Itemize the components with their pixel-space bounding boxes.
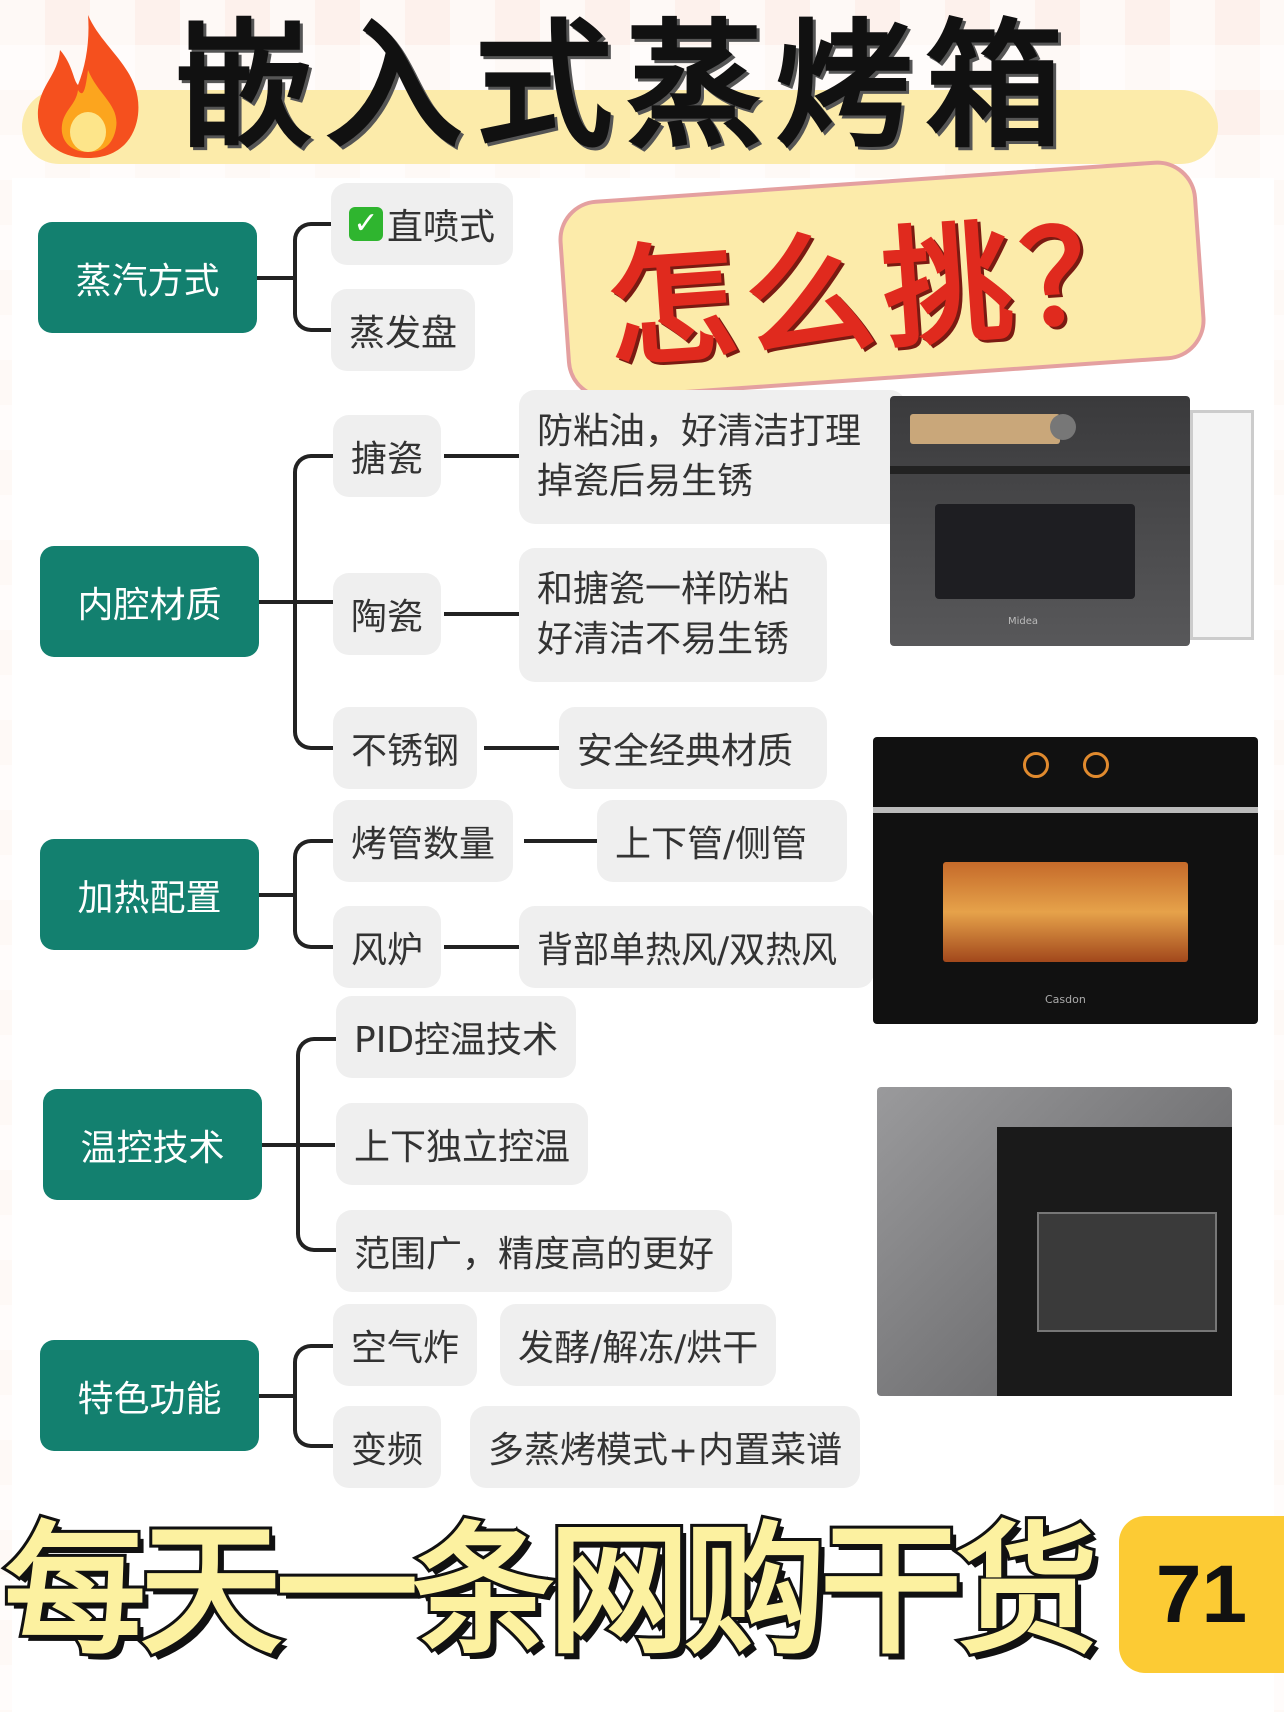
- desc-enamel: 防粘油，好清洁打理掉瓷后易生锈: [519, 390, 906, 524]
- oven-window: [943, 862, 1188, 962]
- option-tube-count: 烤管数量: [333, 800, 514, 882]
- desc-ceramic: 和搪瓷一样防粘好清洁不易生锈: [519, 548, 827, 682]
- option-ferment-thaw-dry: 发酵/解冻/烘干: [500, 1304, 777, 1386]
- option-multi-mode: 多蒸烤模式+内置菜谱: [470, 1406, 861, 1488]
- option-convection: 风炉: [333, 906, 442, 988]
- door-handle: [873, 807, 1258, 813]
- connector: [444, 945, 519, 949]
- connector: [296, 1037, 336, 1252]
- connector: [295, 600, 333, 604]
- oven-image-midea: Midea: [890, 396, 1254, 646]
- connector: [484, 746, 559, 750]
- brand-label: Casdon: [1045, 993, 1086, 1006]
- desc-line: 好清洁不易生锈: [537, 619, 790, 660]
- oven-image-casdon: Casdon: [873, 737, 1258, 1024]
- category-temp-control: 温控技术: [43, 1089, 262, 1200]
- category-special-features: 特色功能: [40, 1340, 259, 1451]
- connector: [259, 1394, 295, 1398]
- option-inverter: 变频: [333, 1406, 442, 1488]
- desc-stainless-steel: 安全经典材质: [559, 707, 827, 789]
- oven-image-third: [877, 1087, 1232, 1396]
- category-steam-method: 蒸汽方式: [38, 222, 257, 333]
- connector: [444, 612, 519, 616]
- option-evaporator-tray: 蒸发盘: [331, 289, 476, 371]
- category-cavity-material: 内腔材质: [40, 546, 259, 657]
- desc-line: 掉瓷后易生锈: [537, 461, 754, 502]
- desc-tube-count: 上下管/侧管: [597, 800, 847, 882]
- fire-icon: [37, 15, 139, 158]
- option-direct-spray: ✓直喷式: [331, 183, 514, 265]
- option-label: 直喷式: [387, 207, 496, 248]
- banner-text: 每天一条网购干货: [1, 1507, 1101, 1677]
- option-air-fry: 空气炸: [333, 1304, 478, 1386]
- question-text: 怎么挑？: [602, 195, 1164, 387]
- connector: [257, 276, 295, 280]
- option-independent-control: 上下独立控温: [336, 1103, 589, 1185]
- connector: [524, 839, 597, 843]
- issue-badge: 71: [1119, 1516, 1284, 1673]
- desc-convection: 背部单热风/双热风: [519, 906, 874, 988]
- option-ceramic: 陶瓷: [333, 573, 442, 655]
- knob: [1083, 752, 1109, 778]
- control-panel: [910, 414, 1060, 444]
- connector: [293, 222, 333, 332]
- category-heating-config: 加热配置: [40, 839, 259, 950]
- option-enamel: 搪瓷: [333, 415, 442, 497]
- title-highlight: [22, 90, 1218, 164]
- knob: [1050, 414, 1076, 440]
- knob: [1023, 752, 1049, 778]
- desc-line: 和搪瓷一样防粘: [537, 569, 790, 610]
- brand-label: Midea: [1008, 616, 1039, 627]
- connector: [259, 893, 295, 897]
- oven-side: [1190, 410, 1254, 640]
- oven-window: [935, 504, 1135, 599]
- oven-window: [1037, 1212, 1217, 1332]
- door-handle: [890, 466, 1190, 474]
- page-title: 嵌入式蒸烤箱: [175, 6, 1076, 167]
- connector: [293, 1344, 333, 1448]
- connector: [444, 454, 519, 458]
- option-wide-range: 范围广，精度高的更好: [336, 1210, 733, 1292]
- desc-line: 防粘油，好清洁打理: [537, 411, 862, 452]
- connector: [259, 600, 295, 604]
- option-stainless-steel: 不锈钢: [333, 707, 478, 789]
- check-mark-icon: ✓: [349, 207, 383, 241]
- connector: [293, 839, 333, 949]
- option-pid: PID控温技术: [336, 996, 577, 1078]
